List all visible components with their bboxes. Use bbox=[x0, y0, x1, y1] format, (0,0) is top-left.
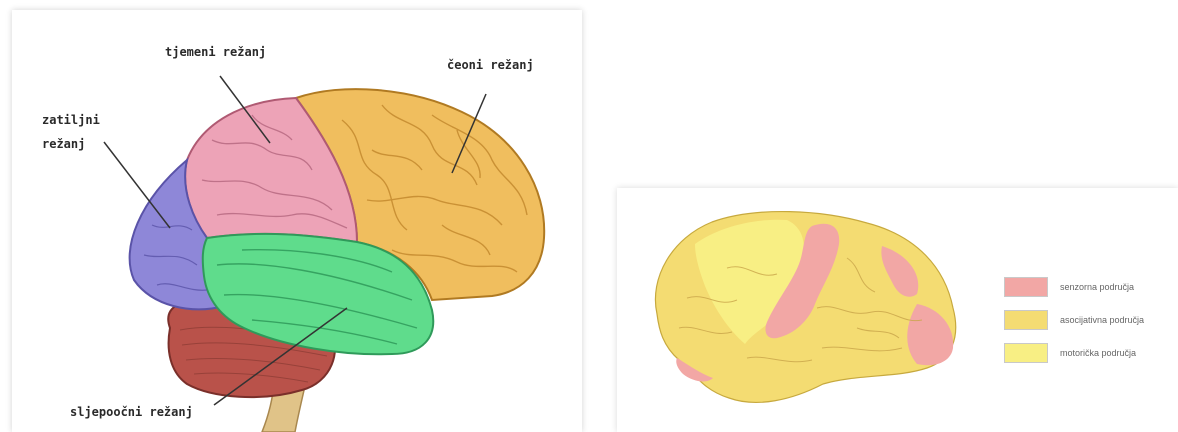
lobes-diagram: tjemeni režanj čeoni režanj zatiljni rež… bbox=[12, 10, 582, 432]
frontal-lobe-label: čeoni režanj bbox=[447, 55, 534, 75]
parietal-lobe-label: tjemeni režanj bbox=[165, 42, 266, 62]
functional-areas-diagram: senzorna područja asocijativna područja … bbox=[617, 188, 1178, 432]
occipital-lobe-label-line1: zatiljni bbox=[42, 110, 100, 130]
legend-item-motor: motorička područja bbox=[1004, 342, 1136, 364]
occipital-leader-line bbox=[104, 142, 170, 228]
legend-swatch-motor bbox=[1004, 343, 1048, 363]
legend-item-association: asocijativna područja bbox=[1004, 309, 1144, 331]
legend-swatch-association bbox=[1004, 310, 1048, 330]
legend-label-motor: motorička područja bbox=[1060, 348, 1136, 358]
legend-swatch-sensory bbox=[1004, 277, 1048, 297]
temporal-lobe-label: sljepoočni režanj bbox=[70, 402, 193, 422]
legend-label-association: asocijativna područja bbox=[1060, 315, 1144, 325]
legend-label-sensory: senzorna područja bbox=[1060, 282, 1134, 292]
occipital-lobe-label-line2: režanj bbox=[42, 134, 85, 154]
legend-item-sensory: senzorna područja bbox=[1004, 276, 1134, 298]
